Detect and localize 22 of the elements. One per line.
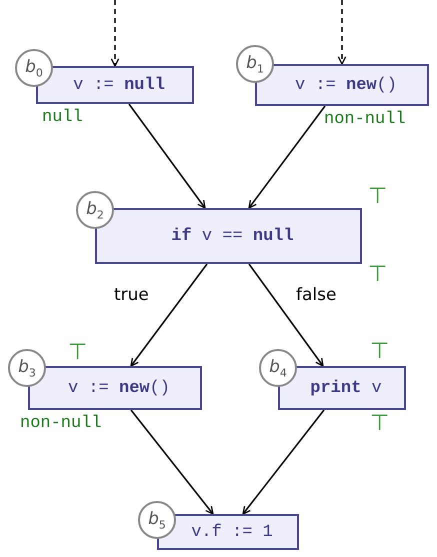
arrow [130, 410, 214, 515]
nullness-annotation: null [42, 108, 83, 127]
arrow [248, 106, 326, 209]
lattice-top-symbol: ⊤ [370, 341, 390, 363]
block-label-circle: b$_{5}$ [138, 501, 176, 539]
block-label-circle: b$_{4}$ [259, 349, 297, 387]
arrow [128, 104, 206, 209]
block-label-circle: b$_{1}$ [236, 45, 274, 83]
arrow [130, 264, 208, 367]
lattice-top-symbol: ⊤ [368, 186, 388, 208]
arrow [248, 264, 324, 367]
block-label-circle: b$_{0}$ [15, 49, 53, 87]
arrow [338, 0, 346, 65]
lattice-top-symbol: ⊤ [368, 264, 388, 286]
block-label-circle: b$_{3}$ [8, 349, 46, 387]
nullness-annotation: non-null [324, 110, 406, 129]
nullness-annotation: non-null [20, 414, 102, 433]
lattice-top-symbol: ⊤ [370, 413, 390, 435]
arrow [110, 0, 120, 67]
block-label-circle: b$_{2}$ [76, 191, 114, 229]
lattice-top-symbol: ⊤ [68, 342, 88, 364]
arrow [242, 410, 325, 515]
